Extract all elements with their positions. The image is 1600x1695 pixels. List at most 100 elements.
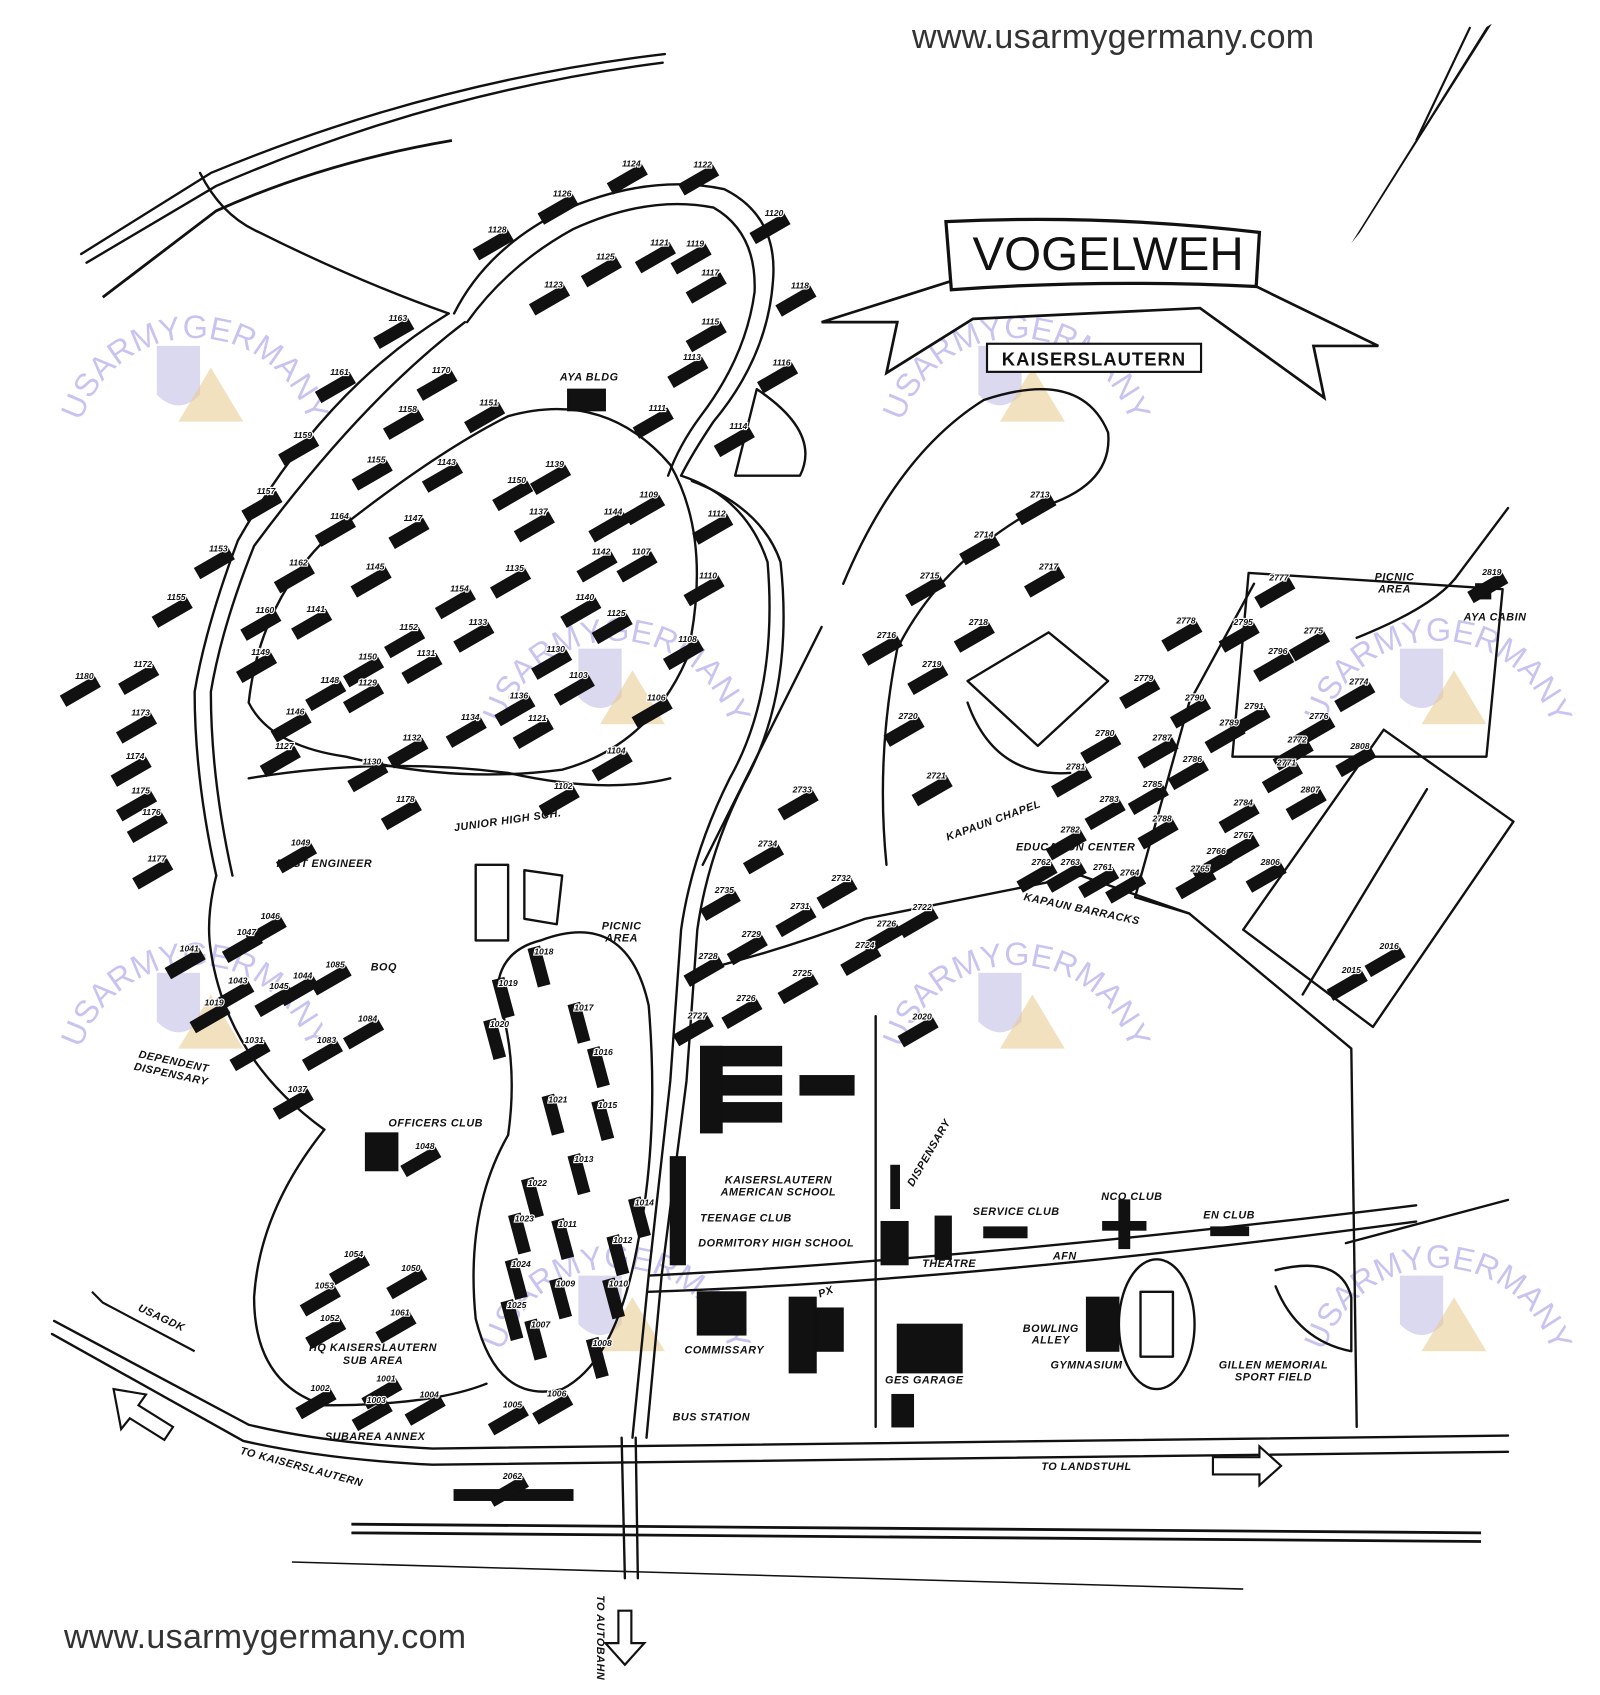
building-2020 bbox=[897, 1016, 939, 1048]
building-number: 1107 bbox=[632, 547, 652, 557]
place-label-dormitory-high-school: DORMITORY HIGH SCHOOL bbox=[698, 1237, 854, 1249]
building-1173 bbox=[115, 712, 158, 744]
building-number: 1045 bbox=[269, 981, 288, 991]
building-number: 1112 bbox=[708, 509, 726, 519]
building-number: 1009 bbox=[556, 1278, 575, 1288]
building-number: 1122 bbox=[693, 160, 712, 170]
building-number: 1015 bbox=[598, 1100, 617, 1110]
building-2777 bbox=[1254, 577, 1296, 609]
building-1174 bbox=[110, 755, 152, 787]
building-number: 1111 bbox=[649, 403, 666, 413]
building-number: 2772 bbox=[1287, 735, 1307, 745]
building-number: 1137 bbox=[529, 507, 549, 517]
building-2762 bbox=[1016, 861, 1058, 893]
building-number: 2767 bbox=[1233, 830, 1254, 840]
site-url-top[interactable]: www.usarmygermany.com bbox=[912, 18, 1315, 56]
building-1180 bbox=[59, 675, 101, 707]
building-1012 bbox=[606, 1234, 630, 1277]
building-number: 2721 bbox=[926, 770, 946, 780]
building-1103 bbox=[553, 674, 595, 706]
building-1048 bbox=[400, 1145, 442, 1178]
building-number: 1047 bbox=[237, 927, 257, 937]
building-1107 bbox=[616, 551, 658, 583]
building-1005 bbox=[487, 1404, 529, 1436]
building-1136 bbox=[494, 695, 536, 727]
building-2782 bbox=[1045, 829, 1087, 861]
building-1158 bbox=[382, 408, 425, 440]
building-number: 2785 bbox=[1142, 779, 1162, 789]
building-number: 2713 bbox=[1029, 489, 1049, 499]
building-1037 bbox=[272, 1088, 314, 1120]
building-1115 bbox=[685, 321, 727, 353]
building-number: 1170 bbox=[432, 365, 451, 375]
building-number: 1048 bbox=[415, 1141, 434, 1151]
building-1154 bbox=[434, 588, 476, 620]
building-number: 1043 bbox=[228, 976, 247, 986]
building-number: 1144 bbox=[604, 507, 623, 517]
building-number: 1163 bbox=[389, 313, 408, 323]
building-1050 bbox=[386, 1267, 428, 1300]
building-number: 1160 bbox=[256, 605, 275, 615]
building-1151 bbox=[464, 402, 506, 434]
roads bbox=[50, 52, 1515, 1590]
building-1085 bbox=[310, 964, 352, 996]
building-1175 bbox=[115, 790, 158, 822]
building-2806 bbox=[1245, 861, 1287, 893]
building-number: 1044 bbox=[293, 970, 312, 980]
building-1170 bbox=[416, 369, 458, 401]
building-number: 1130 bbox=[363, 756, 382, 766]
building-2725 bbox=[777, 972, 819, 1005]
building-number: 1125 bbox=[607, 608, 626, 618]
building-2778 bbox=[1161, 620, 1203, 652]
place-label-usagdk: USAGDK bbox=[136, 1302, 187, 1334]
building-1127 bbox=[259, 745, 301, 778]
building-2772 bbox=[1272, 739, 1314, 771]
building-number: 2806 bbox=[1260, 857, 1280, 867]
building-number: 2731 bbox=[789, 901, 809, 911]
building-1083 bbox=[301, 1039, 344, 1072]
building-number: 2789 bbox=[1219, 717, 1239, 727]
building-2796 bbox=[1253, 650, 1295, 682]
building-1017 bbox=[567, 1001, 591, 1044]
building-1053 bbox=[299, 1285, 341, 1317]
building-1163 bbox=[373, 317, 415, 350]
building-2774 bbox=[1334, 681, 1376, 713]
building-number: 1124 bbox=[622, 158, 641, 168]
building-2763 bbox=[1045, 861, 1087, 893]
building-number: 2727 bbox=[687, 1010, 708, 1020]
building-1104 bbox=[591, 750, 633, 782]
building-2779 bbox=[1119, 677, 1161, 710]
building-number: 2788 bbox=[1152, 814, 1172, 824]
building-1148 bbox=[305, 679, 347, 712]
building-2784 bbox=[1218, 802, 1260, 834]
title-banner: VOGELWEH KAISERSLAUTERN bbox=[821, 217, 1379, 401]
building-number: 2733 bbox=[792, 784, 812, 794]
building-number: 1014 bbox=[635, 1197, 654, 1207]
building-number: 2779 bbox=[1133, 673, 1153, 683]
building-2719 bbox=[907, 663, 949, 695]
site-url-bottom[interactable]: www.usarmygermany.com bbox=[64, 1618, 467, 1656]
building-number: 1142 bbox=[592, 547, 611, 557]
building-number: 1177 bbox=[148, 854, 168, 864]
building-1129 bbox=[342, 682, 385, 714]
building-2717 bbox=[1024, 566, 1066, 598]
building-number: 1005 bbox=[503, 1399, 522, 1409]
building-number: 1117 bbox=[701, 268, 720, 278]
building-1111 bbox=[632, 407, 674, 439]
building-2728 bbox=[683, 955, 725, 987]
building-number: 2062 bbox=[502, 1471, 522, 1481]
shield-icon bbox=[156, 345, 201, 406]
building-number: 1004 bbox=[420, 1390, 439, 1400]
building-number: 1115 bbox=[701, 316, 719, 326]
building-1023 bbox=[508, 1212, 531, 1255]
building-2713 bbox=[1015, 494, 1057, 526]
building-2788 bbox=[1137, 818, 1179, 850]
building-number: 1031 bbox=[245, 1035, 264, 1045]
building-number: 1148 bbox=[320, 675, 339, 685]
building-number: 1123 bbox=[544, 280, 563, 290]
building-2789 bbox=[1204, 722, 1246, 754]
building-number: 1118 bbox=[791, 281, 809, 291]
building-number: 2763 bbox=[1060, 857, 1080, 867]
